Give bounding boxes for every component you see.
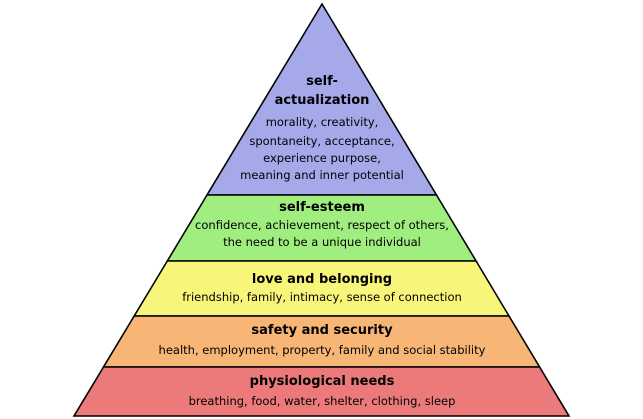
tier-description-self-actualization: spontaneity, acceptance, — [249, 134, 394, 148]
tier-description-physiological-needs: breathing, food, water, shelter, clothin… — [189, 394, 456, 408]
tier-title-love-and-belonging: love and belonging — [252, 272, 392, 287]
tier-title-self-actualization: actualization — [275, 93, 370, 108]
tier-description-love-and-belonging: friendship, family, intimacy, sense of c… — [182, 290, 462, 304]
tier-physiological-needs — [72, 366, 571, 417]
tier-description-self-esteem: the need to be a unique individual — [223, 235, 421, 249]
tier-description-self-esteem: confidence, achievement, respect of othe… — [195, 218, 449, 232]
tier-description-self-actualization: morality, creativity, — [266, 115, 379, 129]
tier-love-and-belonging — [132, 260, 511, 317]
tier-title-safety-and-security: safety and security — [251, 323, 393, 338]
tier-description-safety-and-security: health, employment, property, family and… — [159, 343, 486, 357]
tier-title-physiological-needs: physiological needs — [250, 374, 395, 389]
tier-description-self-actualization: experience purpose, — [263, 151, 381, 165]
tier-title-self-esteem: self-esteem — [279, 200, 365, 215]
tier-description-self-actualization: meaning and inner potential — [240, 168, 404, 182]
tier-title-self-actualization: self- — [306, 74, 338, 89]
